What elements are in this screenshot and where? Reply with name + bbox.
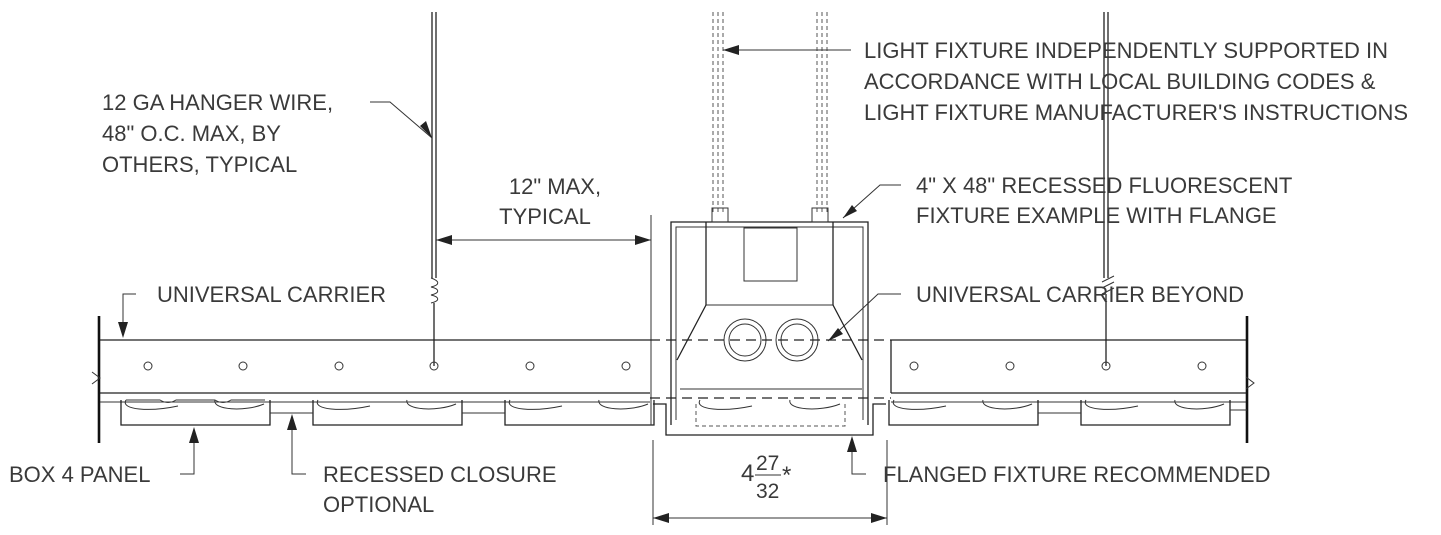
recessed-closure-line-2: OPTIONAL [323,492,434,517]
box-4-panels-right [888,399,1247,426]
leader-hanger-wire [370,101,433,139]
universal-carrier-beyond-label: UNIVERSAL CARRIER BEYOND [916,282,1244,307]
leader-fixture-example [842,184,901,219]
dimension-12-max [436,235,651,245]
box-panel [504,399,655,426]
hanger-wire-right [1101,12,1115,366]
box-panel [1080,399,1231,426]
fixture-example-line-1: 4" X 48" RECESSED FLUORESCENT [916,173,1292,198]
leader-universal-carrier [118,293,136,338]
max-spacing-line-1: 12" MAX, [509,174,601,199]
fixture-example-line-2: FIXTURE EXAMPLE WITH FLANGE [916,203,1277,228]
leader-fixture-support [723,45,851,55]
universal-carrier-right [890,316,1255,443]
leader-universal-carrier-beyond [827,293,901,342]
leader-box-panel [180,427,199,475]
box-panel [120,399,271,426]
dimension-whole: 4 [741,460,754,487]
callout-fixture-support: LIGHT FIXTURE INDEPENDENTLY SUPPORTED IN… [864,38,1408,125]
hanger-wire-line-2: 48" O.C. MAX, BY [102,121,281,146]
flanged-fixture-label: FLANGED FIXTURE RECOMMENDED [883,462,1270,487]
callout-hanger-wire: 12 GA HANGER WIRE, 48" O.C. MAX, BY OTHE… [102,90,333,177]
box-4-panels-left [120,399,655,426]
box-panel [312,399,463,426]
callout-fixture-example: 4" X 48" RECESSED FLUORESCENT FIXTURE EX… [916,173,1292,228]
recessed-closure-line-1: RECESSED CLOSURE [323,462,557,487]
dimension-fixture-width: 4 27 32 * [652,440,888,525]
box-panel [888,399,1039,426]
box-4-panel-label: BOX 4 PANEL [9,462,150,487]
recessed-fluorescent-fixture [650,207,886,436]
max-spacing-line-2: TYPICAL [499,204,591,229]
hanger-wire-left [430,12,439,366]
universal-carrier-label: UNIVERSAL CARRIER [157,282,386,307]
fixture-support-line-1: LIGHT FIXTURE INDEPENDENTLY SUPPORTED IN [864,38,1388,63]
dimension-denominator: 32 [756,480,779,503]
hanger-wire-line-3: OTHERS, TYPICAL [102,152,297,177]
fixture-support-line-3: LIGHT FIXTURE MANUFACTURER'S INSTRUCTION… [864,100,1408,125]
leader-recessed-closure [287,414,306,475]
fixture-support-line-2: ACCORDANCE WITH LOCAL BUILDING CODES & [864,69,1376,94]
hanger-wire-line-1: 12 GA HANGER WIRE, [102,90,333,115]
leader-flanged-fixture [847,436,866,475]
universal-carrier-beyond [650,339,891,399]
callout-recessed-closure: RECESSED CLOSURE OPTIONAL [323,462,557,517]
fixture-support-rods [712,12,828,214]
dimension-mark: * [782,462,791,489]
callout-max-spacing: 12" MAX, TYPICAL [499,174,601,229]
dimension-numerator: 27 [756,452,779,475]
universal-carrier-left [91,316,650,443]
